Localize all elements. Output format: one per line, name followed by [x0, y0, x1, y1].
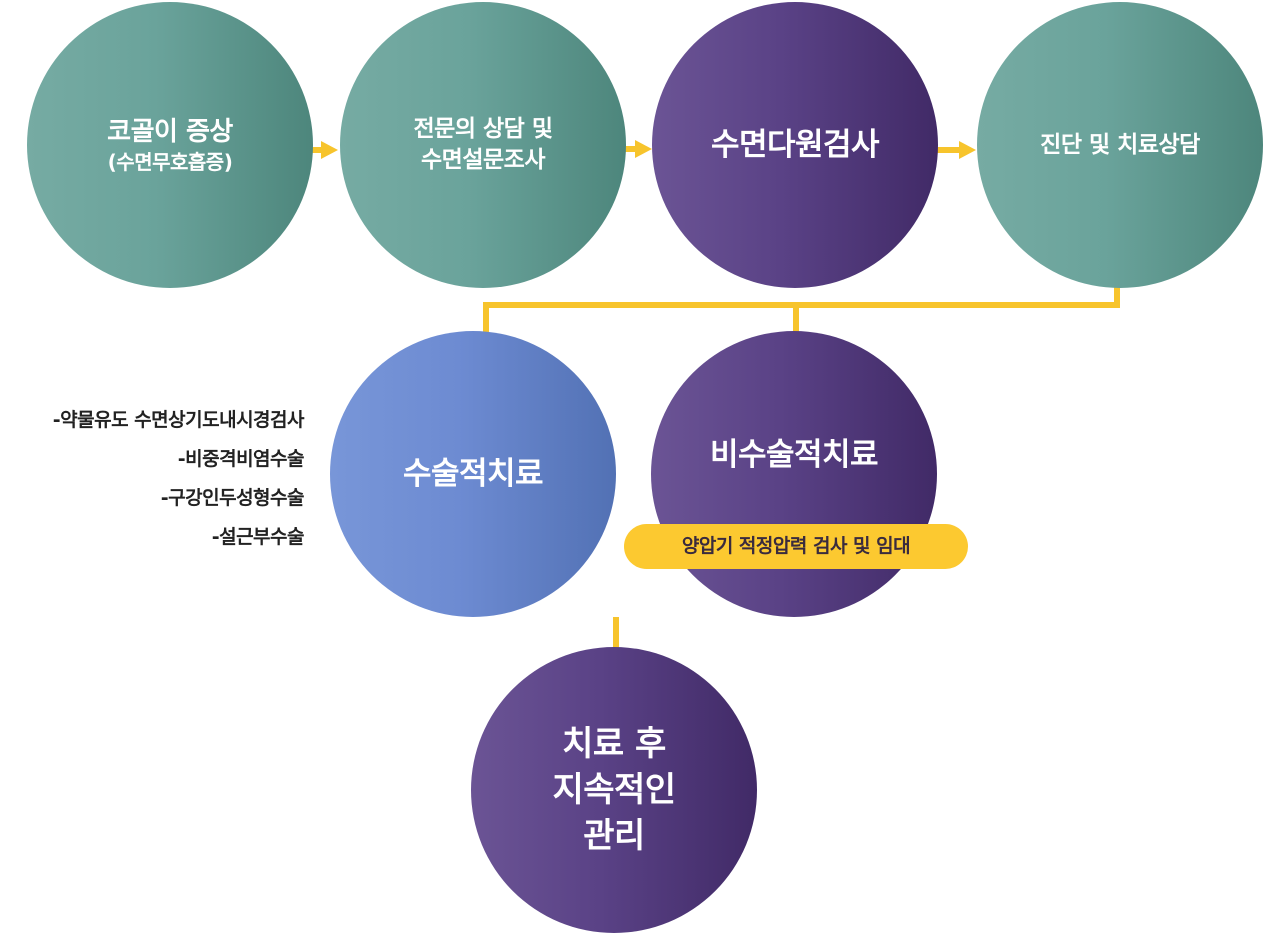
procedure-item: -구강인두성형수술 — [160, 487, 305, 509]
non-surgical-treatment: 비수술적치료 — [651, 331, 937, 617]
aftercare: 치료 후 지속적인 관리 — [471, 647, 757, 933]
step-sleep-test: 수면다원검사 — [652, 2, 938, 288]
step-symptom: 코골이 증상 (수면무호흡증) — [27, 2, 313, 288]
diagnosis-title: 진단 및 치료상담 — [1040, 131, 1200, 158]
surgical-treatment-title: 수술적치료 — [402, 456, 544, 492]
aftercare-line2: 지속적인 — [552, 770, 676, 810]
procedure-item: -비중격비염수술 — [177, 448, 305, 470]
step-consultation: 전문의 상담 및 수면설문조사 — [340, 2, 626, 288]
arrowhead-step3 — [635, 140, 652, 158]
sleep-test-title: 수면다원검사 — [710, 127, 880, 163]
procedure-item: -약물유도 수면상기도내시경검사 — [52, 409, 305, 431]
step-diagnosis: 진단 및 치료상담 — [977, 2, 1263, 288]
surgical-procedure-list: -약물유도 수면상기도내시경검사 -비중격비염수술 -구강인두성형수술 -설근부… — [52, 401, 305, 557]
surgical-treatment: 수술적치료 — [330, 331, 616, 617]
cpap-badge: 양압기 적정압력 검사 및 임대 — [624, 524, 968, 569]
procedure-item: -설근부수술 — [211, 526, 305, 548]
arrowhead-step4 — [959, 141, 976, 159]
aftercare-line1: 치료 후 — [562, 724, 666, 764]
symptom-subtitle: (수면무호흡증) — [107, 150, 233, 174]
arrowhead-step2 — [321, 141, 338, 159]
symptom-title: 코골이 증상 — [107, 117, 233, 147]
consultation-line1: 전문의 상담 및 — [413, 116, 553, 142]
aftercare-line3: 관리 — [583, 816, 645, 856]
non-surgical-treatment-title: 비수술적치료 — [709, 437, 879, 473]
consultation-line2: 수면설문조사 — [421, 147, 545, 173]
